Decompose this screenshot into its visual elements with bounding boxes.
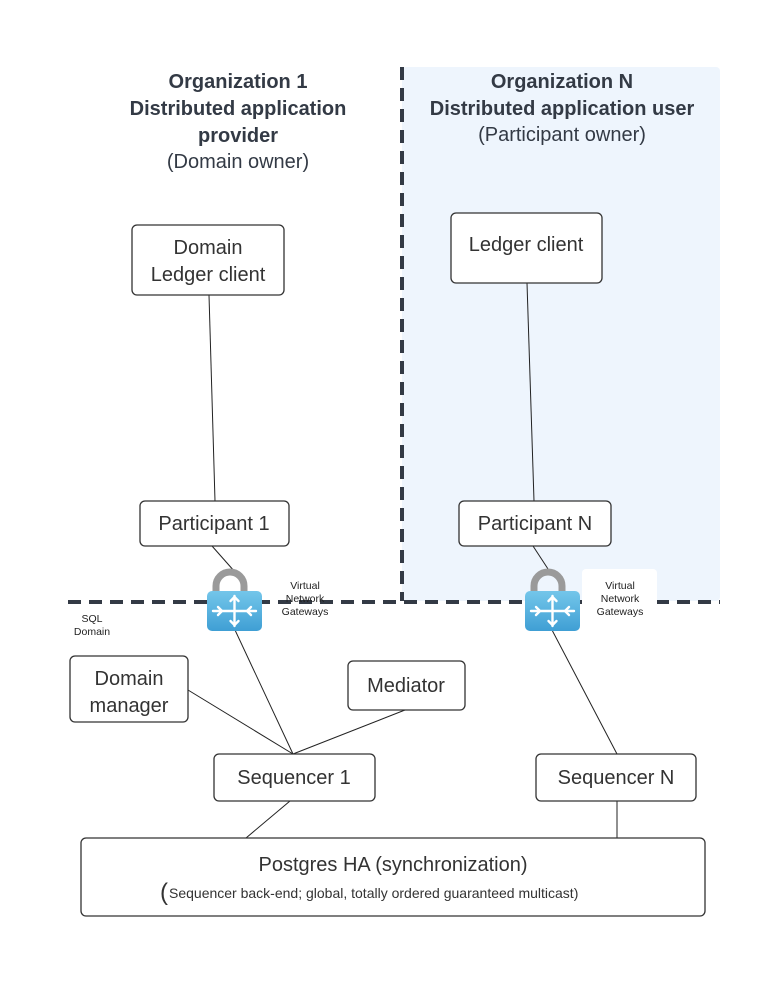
domain-manager-node[interactable]: Domain manager: [69, 655, 189, 723]
gateway-n-label-line1: Virtual: [605, 580, 635, 592]
gateway-n-label-line2: Network: [601, 593, 640, 605]
sequencer-1-node[interactable]: Sequencer 1: [213, 753, 376, 802]
postgres-ha-subtitle: Sequencer back-end; global, totally orde…: [169, 885, 578, 901]
gateway-1-label: Virtual Network Gateways: [282, 580, 329, 618]
org1-title-line2: Distributed application: [130, 98, 347, 120]
ledger-client-node[interactable]: Ledger client: [450, 212, 603, 284]
gateway-1-label-line3: Gateways: [282, 606, 329, 618]
sequencer-n-node[interactable]: Sequencer N: [535, 753, 697, 802]
sequencer-1-label: Sequencer 1: [237, 767, 350, 789]
participant-owner-zone: [402, 67, 720, 601]
gateway-1-label-line2: Network: [286, 593, 325, 605]
link-domain-manager-sequencer-1: [187, 689, 294, 755]
sequencer-n-label: Sequencer N: [558, 767, 675, 789]
org1-title-line3: provider: [198, 125, 278, 147]
postgres-ha-paren: (: [160, 879, 168, 906]
participant-1-node[interactable]: Participant 1: [139, 500, 290, 547]
domain-manager-label-line1: Domain: [95, 668, 164, 690]
gateway-n-label: Virtual Network Gateways: [582, 569, 657, 623]
domain-ledger-client-label-line2: Ledger client: [151, 264, 266, 286]
domain-ledger-client-label-line1: Domain: [174, 237, 243, 259]
org1-role: (Domain owner): [167, 151, 309, 173]
link-mediator-sequencer-1: [292, 709, 406, 755]
orgN-title-line2: Distributed application user: [430, 98, 695, 120]
link-ledger-client-participant-n: [526, 282, 535, 502]
gateway-1-label-line1: Virtual: [290, 580, 320, 592]
mediator-label: Mediator: [367, 675, 445, 697]
mediator-node[interactable]: Mediator: [347, 660, 466, 711]
link-participant-n-gateway: [532, 545, 551, 573]
sql-domain-label-line1: SQL: [81, 613, 102, 625]
gateway-n-label-line3: Gateways: [597, 606, 644, 618]
orgN-role: (Participant owner): [478, 124, 646, 146]
link-sequencer-1-postgres: [245, 800, 291, 839]
link-gateway-1-sequencer-1: [234, 629, 294, 755]
org1-title-line1: Organization 1: [169, 71, 308, 93]
sql-domain-label-line2: Domain: [74, 626, 110, 638]
link-ledger-client-participant-1: [208, 294, 216, 502]
virtual-network-gateway-icon: [207, 568, 262, 631]
domain-ledger-client-node[interactable]: Domain Ledger client: [131, 224, 285, 296]
postgres-ha-title: Postgres HA (synchronization): [258, 854, 527, 876]
orgN-title-line1: Organization N: [491, 71, 633, 93]
domain-manager-label-line2: manager: [90, 695, 169, 717]
link-participant-1-gateway: [211, 545, 236, 573]
participant-1-label: Participant 1: [158, 513, 269, 535]
postgres-ha-node[interactable]: Postgres HA (synchronization) ( Sequence…: [80, 837, 706, 917]
participant-n-node[interactable]: Participant N: [458, 500, 612, 547]
virtual-network-gateway-icon: [525, 568, 580, 631]
link-gateway-n-sequencer-n: [551, 629, 618, 755]
ledger-client-label: Ledger client: [469, 234, 584, 256]
participant-n-label: Participant N: [478, 513, 593, 535]
